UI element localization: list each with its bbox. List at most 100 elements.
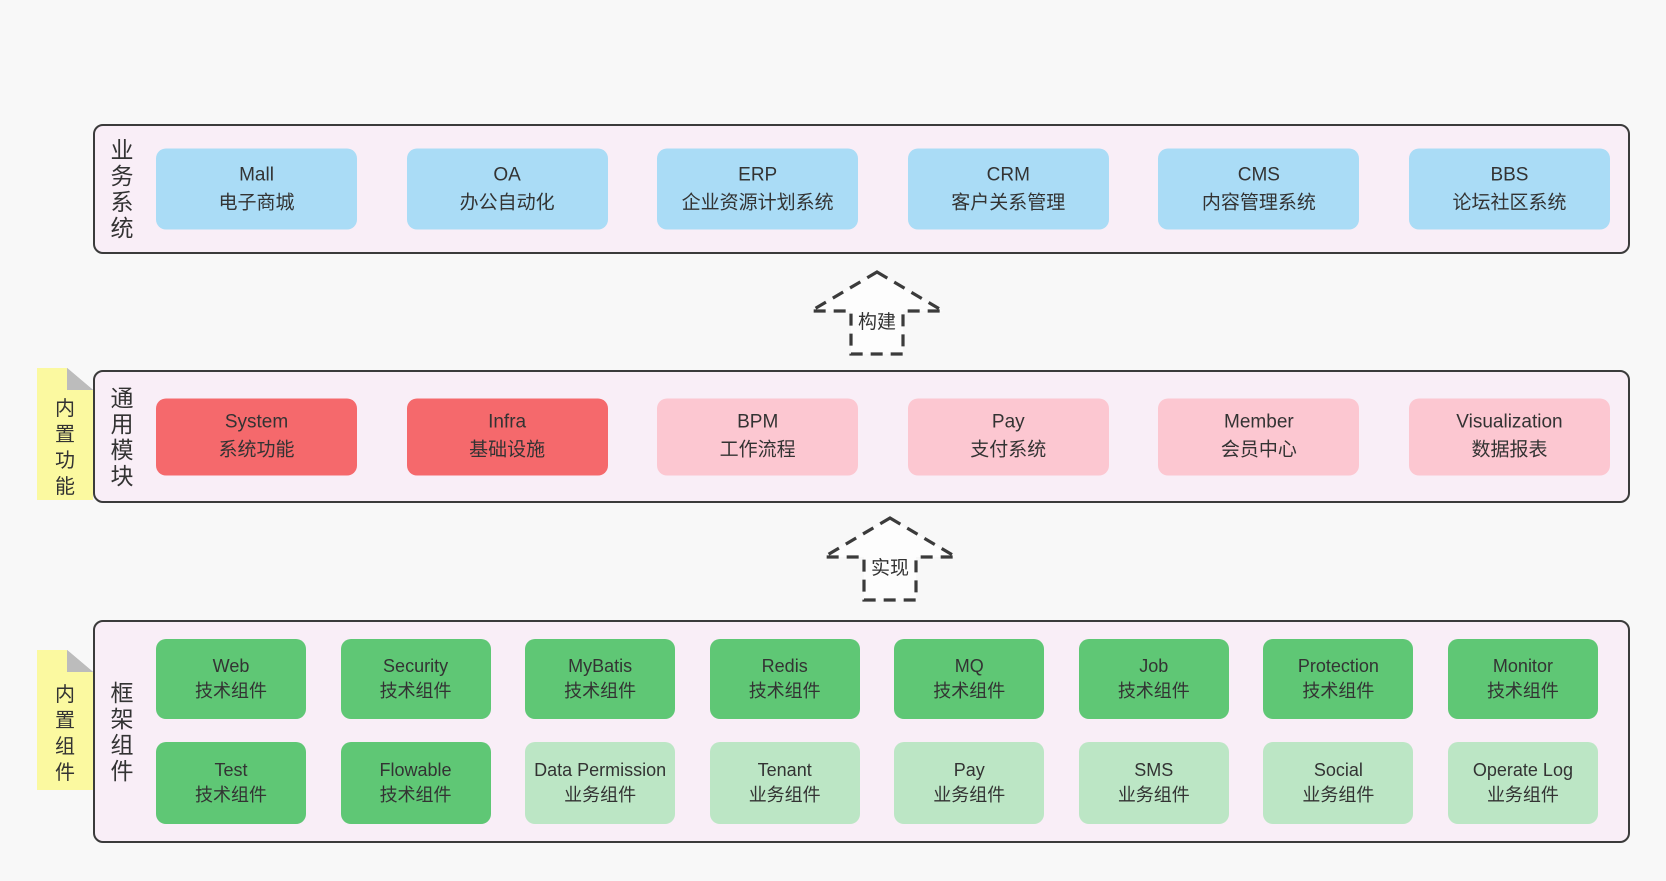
box-title: BBS [1490, 164, 1529, 185]
box-pay-module: Pay 支付系统 [907, 398, 1109, 475]
box-subtitle: 支付系统 [970, 439, 1047, 461]
components-grid: Web 技术组件 Security 技术组件 MyBatis 技术组件 Redi… [156, 639, 1598, 824]
box-subtitle: 内容管理系统 [1201, 192, 1316, 213]
box-title: Web [212, 656, 250, 676]
box-subtitle: 技术组件 [1486, 681, 1559, 701]
components-row-2: Test 技术组件 Flowable 技术组件 Data Permission … [156, 742, 1598, 824]
box-subtitle: 办公自动化 [459, 192, 555, 213]
box-subtitle: 论坛社区系统 [1452, 192, 1567, 213]
band-business-systems: 业务系统 Mall 电子商城 OA 办公自动化 ERP 企业资源计划系统 CRM… [93, 124, 1630, 254]
box-title: CRM [986, 164, 1030, 185]
box-title: Test [214, 760, 248, 780]
box-visualization: Visualization 数据报表 [1408, 398, 1610, 475]
box-subtitle: 技术组件 [195, 785, 267, 805]
box-crm: CRM 客户关系管理 [907, 148, 1109, 230]
box-title: OA [493, 164, 521, 185]
box-security: Security 技术组件 [340, 639, 491, 719]
box-social: Social 业务组件 [1263, 742, 1414, 824]
box-title: BPM [737, 411, 779, 433]
box-erp: ERP 企业资源计划系统 [657, 148, 859, 230]
box-title: Redis [761, 656, 808, 676]
box-title: Pay [953, 760, 985, 780]
dashed-up-arrow-shape [807, 270, 947, 356]
box-subtitle: 数据报表 [1471, 439, 1548, 461]
box-title: Flowable [379, 760, 452, 780]
box-title: Social [1313, 760, 1363, 780]
box-title: ERP [738, 164, 778, 185]
box-title: MQ [954, 656, 984, 676]
box-subtitle: 技术组件 [379, 681, 452, 701]
box-title: Security [383, 656, 449, 676]
box-bpm: BPM 工作流程 [657, 398, 859, 475]
box-title: System [224, 411, 289, 433]
box-subtitle: 业务组件 [1486, 785, 1559, 805]
box-subtitle: 业务组件 [1302, 785, 1375, 805]
box-subtitle: 企业资源计划系统 [681, 192, 834, 213]
band-modules-title: 通用模块 [110, 384, 134, 489]
box-subtitle: 会员中心 [1220, 439, 1297, 461]
box-subtitle: 客户关系管理 [951, 192, 1066, 213]
box-title: Tenant [757, 760, 812, 780]
box-subtitle: 业务组件 [748, 785, 821, 805]
box-mall: Mall 电子商城 [156, 148, 357, 230]
box-subtitle: 技术组件 [379, 785, 452, 805]
box-data-permission: Data Permission 业务组件 [525, 742, 676, 824]
box-subtitle: 技术组件 [564, 681, 637, 701]
box-subtitle: 电子商城 [218, 192, 295, 213]
build-arrow-label: 构建 [858, 311, 896, 333]
box-tenant: Tenant 业务组件 [709, 742, 860, 824]
band-components-title: 框架组件 [110, 679, 134, 784]
box-member: Member 会员中心 [1158, 398, 1360, 475]
box-title: Protection [1297, 656, 1379, 676]
box-title: CMS [1237, 164, 1280, 185]
box-subtitle: 业务组件 [564, 785, 637, 805]
box-redis: Redis 技术组件 [709, 639, 860, 719]
box-job: Job 技术组件 [1078, 639, 1229, 719]
note-text: 内置功能 [55, 398, 75, 498]
box-subtitle: 工作流程 [719, 439, 796, 461]
box-title: Operate Log [1472, 760, 1573, 780]
modules-box-row: System 系统功能 Infra 基础设施 BPM 工作流程 Pay 支付系统… [156, 398, 1610, 475]
box-title: Pay [991, 411, 1025, 433]
box-title: Data Permission [534, 760, 667, 780]
business-box-row: Mall 电子商城 OA 办公自动化 ERP 企业资源计划系统 CRM 客户关系… [156, 148, 1610, 230]
box-protection: Protection 技术组件 [1263, 639, 1414, 719]
sticky-note-builtin-components: 内置组件 [37, 650, 93, 790]
box-subtitle: 基础设施 [469, 439, 546, 461]
components-row-1: Web 技术组件 Security 技术组件 MyBatis 技术组件 Redi… [156, 639, 1598, 719]
box-test: Test 技术组件 [156, 742, 306, 824]
box-subtitle: 技术组件 [1302, 681, 1375, 701]
box-subtitle: 技术组件 [933, 681, 1006, 701]
box-subtitle: 技术组件 [748, 681, 821, 701]
folded-corner-icon [67, 650, 93, 672]
box-operate-log: Operate Log 业务组件 [1447, 742, 1598, 824]
box-infra: Infra 基础设施 [406, 398, 608, 475]
box-mq: MQ 技术组件 [894, 639, 1045, 719]
box-cms: CMS 内容管理系统 [1158, 148, 1360, 230]
box-flowable: Flowable 技术组件 [340, 742, 491, 824]
band-framework-components: 框架组件 Web 技术组件 Security 技术组件 MyBatis 技术组件… [93, 620, 1630, 843]
box-title: SMS [1134, 760, 1174, 780]
box-oa: OA 办公自动化 [406, 148, 608, 230]
dashed-up-arrow-shape [820, 516, 960, 602]
box-pay-component: Pay 业务组件 [894, 742, 1045, 824]
box-subtitle: 业务组件 [933, 785, 1006, 805]
box-subtitle: 技术组件 [195, 681, 267, 701]
box-web: Web 技术组件 [156, 639, 306, 719]
box-title: MyBatis [568, 656, 633, 676]
box-system: System 系统功能 [156, 398, 357, 475]
box-mybatis: MyBatis 技术组件 [525, 639, 676, 719]
band-common-modules: 通用模块 System 系统功能 Infra 基础设施 BPM 工作流程 Pay… [93, 370, 1630, 503]
box-bbs: BBS 论坛社区系统 [1408, 148, 1610, 230]
note-text: 内置组件 [55, 684, 75, 784]
implement-arrow: 实现 [820, 516, 960, 602]
folded-corner-icon [67, 368, 93, 390]
box-sms: SMS 业务组件 [1078, 742, 1229, 824]
box-monitor: Monitor 技术组件 [1447, 639, 1598, 719]
box-title: Mall [239, 164, 274, 185]
implement-arrow-label: 实现 [871, 557, 909, 579]
sticky-note-builtin-features: 内置功能 [37, 368, 93, 500]
box-title: Monitor [1492, 656, 1553, 676]
build-arrow: 构建 [807, 270, 947, 356]
